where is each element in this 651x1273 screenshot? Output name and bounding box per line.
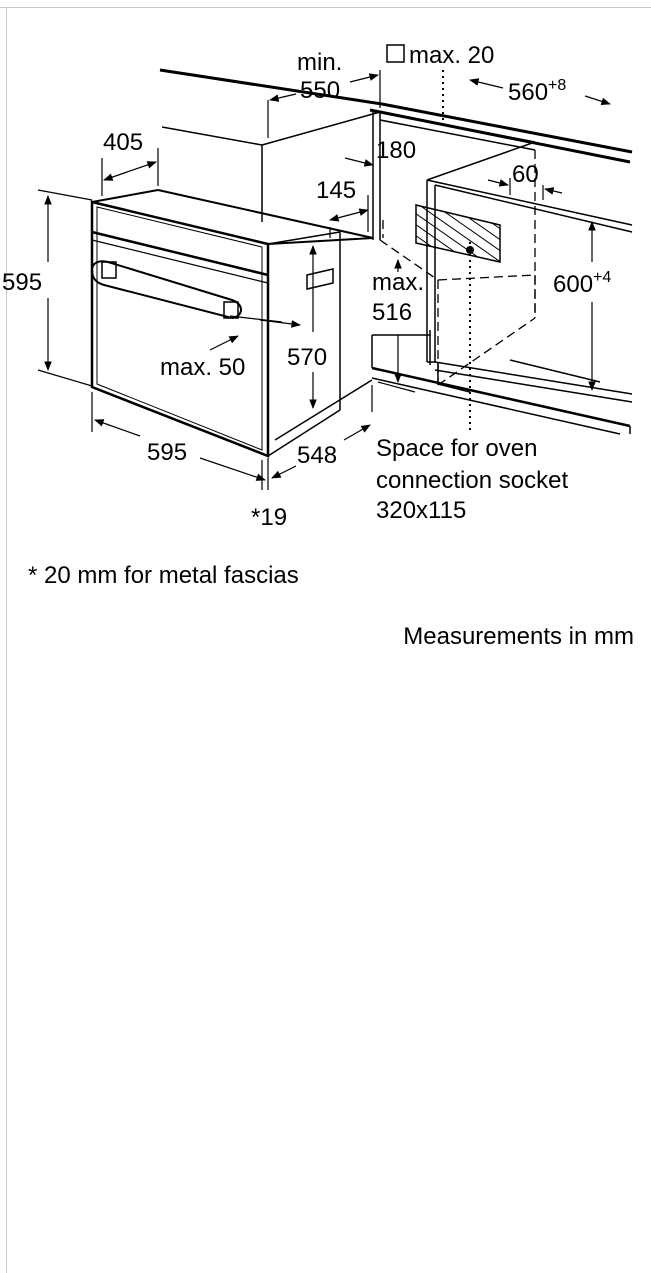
label-depth-145: 145 (316, 177, 356, 204)
label-depth-548: 548 (297, 442, 337, 469)
label-max-50: max. 50 (160, 354, 245, 381)
units-note: Measurements in mm (403, 623, 634, 650)
label-socket-line3: 320x115 (376, 497, 466, 524)
vent-square-icon (386, 44, 405, 63)
label-niche-560: 560+8 (508, 77, 566, 106)
label-max: max. (372, 269, 424, 296)
label-height-595: 595 (2, 269, 42, 296)
label-depth-180: 180 (376, 137, 416, 164)
label-min: min. (297, 49, 342, 76)
label-height-516: 516 (372, 299, 412, 326)
oven (90, 189, 374, 458)
label-vent-max-20: max. 20 (409, 42, 494, 69)
label-560-tolerance: +8 (548, 77, 566, 94)
label-socket-line1: Space for oven (376, 435, 537, 462)
dimension-lines (37, 70, 611, 490)
label-height-570: 570 (287, 344, 327, 371)
label-width-595: 595 (147, 439, 187, 466)
top-border (0, 7, 651, 8)
hidden-lines (379, 150, 536, 386)
label-560-value: 560 (508, 79, 548, 106)
label-depth-550: 550 (300, 77, 340, 104)
footnote-metal-fascias: * 20 mm for metal fascias (28, 562, 299, 589)
label-depth-405: 405 (103, 129, 143, 156)
label-600-tolerance: +4 (593, 269, 611, 286)
installation-diagram: min. 550 max. 20 560+8 405 180 145 60 59… (2, 42, 633, 531)
label-socket-line2: connection socket (376, 467, 568, 494)
left-border (6, 7, 7, 1273)
label-width-60: 60 (512, 161, 539, 188)
label-600-value: 600 (553, 271, 593, 298)
label-niche-600: 600+4 (553, 269, 611, 298)
label-fascia-19: *19 (251, 504, 287, 531)
socket-area-hatched (415, 204, 501, 263)
